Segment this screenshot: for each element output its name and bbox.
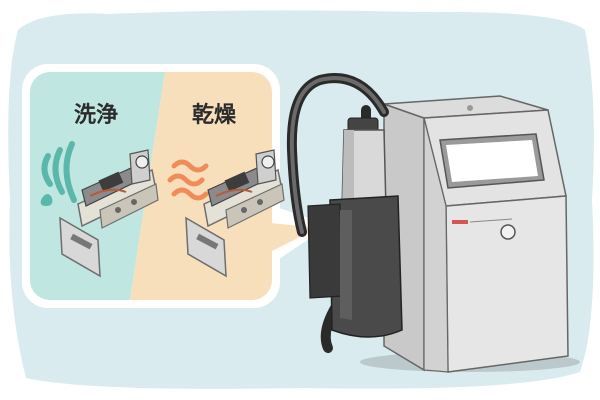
drying-panel-bg xyxy=(130,72,272,300)
cleaning-label: 洗浄 xyxy=(74,102,118,128)
drying-label: 乾燥 xyxy=(192,102,237,128)
heat-waves-icon xyxy=(167,159,209,201)
printer-screen xyxy=(446,140,538,182)
printhead-part-cleaning xyxy=(59,149,159,278)
water-waves-icon xyxy=(40,141,77,206)
door-knob xyxy=(500,224,516,240)
printhead-part-drying xyxy=(185,149,285,278)
printhead xyxy=(307,117,403,338)
status-indicator xyxy=(452,220,468,224)
